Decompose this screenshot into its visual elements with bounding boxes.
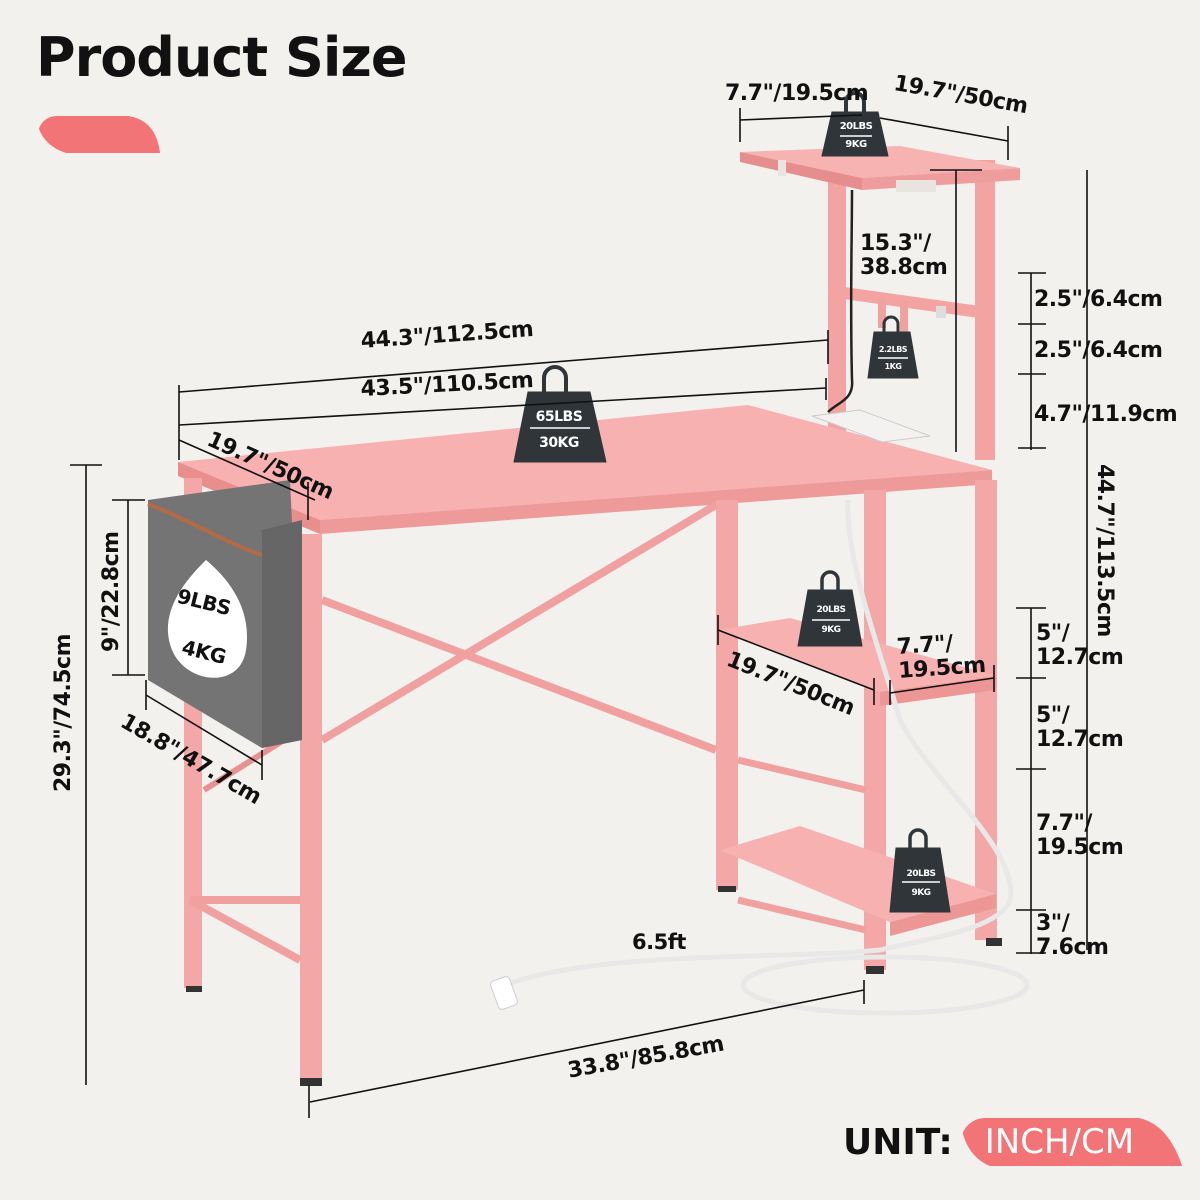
weight-middle-shelf-lbs: 20LBS bbox=[816, 605, 846, 615]
dim-side-gap-1: 5"/ 12.7cm bbox=[1036, 621, 1124, 671]
middle-shelf bbox=[718, 618, 996, 706]
dim-cable-length: 6.5ft bbox=[632, 930, 686, 954]
storage-bag bbox=[147, 480, 302, 748]
page-title: Product Size bbox=[36, 26, 407, 89]
dim-total-height: 44.7"/113.5cm bbox=[1092, 464, 1118, 637]
weight-desktop-lbs: 65LBS bbox=[535, 409, 583, 425]
weight-bottom-shelf-lbs: 20LBS bbox=[906, 869, 936, 879]
weight-hook-lbs: 2.2LBS bbox=[878, 345, 908, 354]
desk-legs bbox=[184, 478, 997, 1084]
weight-top-shelf-lbs: 20LBS bbox=[839, 121, 873, 132]
dim-top-shelf-depth: 7.7"/19.5cm bbox=[725, 81, 869, 106]
dimension-lines bbox=[70, 108, 1088, 1118]
dim-side-gap-3: 7.7"/ 19.5cm bbox=[1036, 811, 1124, 861]
dim-shelf-tower-height: 15.3"/ 38.8cm bbox=[860, 231, 948, 281]
dim-tower-gap-3: 4.7"/11.9cm bbox=[1034, 402, 1178, 427]
hooks bbox=[878, 298, 946, 332]
dim-tower-gap-1: 2.5"/6.4cm bbox=[1034, 287, 1163, 312]
tower-frame bbox=[828, 150, 995, 460]
weight-middle-shelf-kg: 9KG bbox=[821, 625, 841, 635]
weight-hook-kg: 1KG bbox=[884, 362, 902, 371]
unit-indicator: UNIT: INCH/CM bbox=[843, 1118, 1183, 1166]
dim-side-gap-4: 3"/ 7.6cm bbox=[1036, 911, 1109, 961]
weight-icons bbox=[513, 91, 951, 913]
weight-desktop-kg: 30KG bbox=[539, 435, 579, 451]
weight-top-shelf-kg: 9KG bbox=[845, 139, 867, 150]
dim-lower-shelf-depth: 7.7"/ 19.5cm bbox=[895, 631, 987, 685]
bottom-shelf bbox=[720, 826, 996, 936]
unit-label: UNIT: bbox=[843, 1121, 953, 1163]
weight-bottom-shelf-kg: 9KG bbox=[911, 888, 931, 898]
unit-badge: INCH/CM bbox=[961, 1118, 1183, 1166]
dim-side-gap-2: 5"/ 12.7cm bbox=[1036, 703, 1124, 753]
title-accent-bar bbox=[38, 116, 160, 153]
dim-bag-height: 9"/22.8cm bbox=[99, 531, 124, 652]
dim-desk-height: 29.3"/74.5cm bbox=[51, 633, 76, 792]
dim-tower-gap-2: 2.5"/6.4cm bbox=[1034, 338, 1163, 363]
